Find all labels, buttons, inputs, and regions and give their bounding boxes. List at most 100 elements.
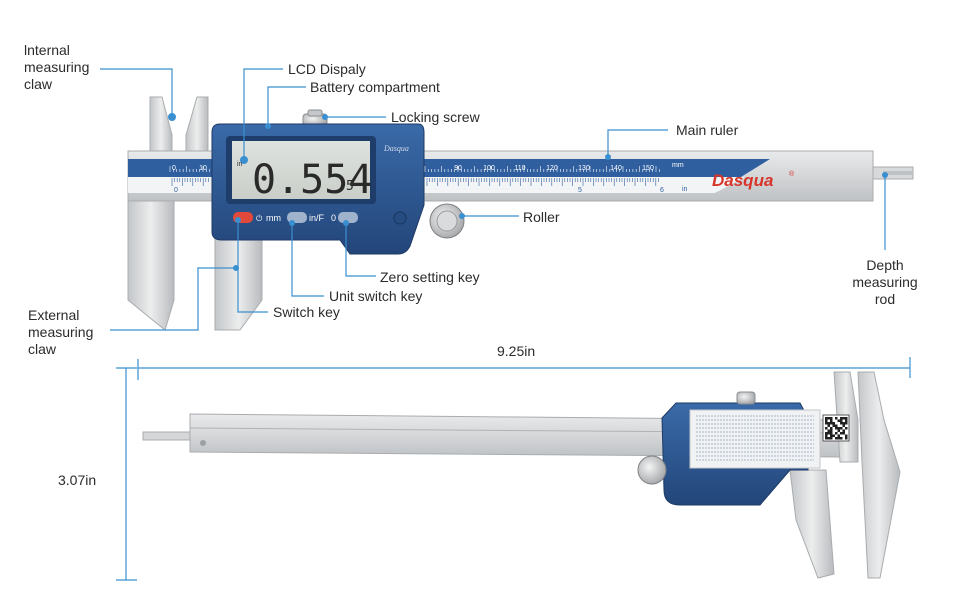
leader-dots (168, 113, 888, 271)
qr-module (830, 429, 833, 432)
qr-module (840, 432, 843, 435)
qr-module (837, 429, 840, 432)
qr-module (837, 427, 840, 430)
internal-claw-label: lnternal measuring claw (24, 42, 89, 93)
depth-rod-label-line1: Depth (866, 257, 904, 273)
qr-module (825, 427, 828, 430)
mm-scale-label: 10 (199, 165, 207, 172)
mm-scale-label: 130 (578, 165, 590, 172)
qr-module (825, 437, 828, 440)
qr-module (830, 427, 833, 430)
qr-module (842, 429, 845, 432)
mm-scale-label: 120 (546, 165, 558, 172)
switch-key-label: Switch key (273, 304, 340, 320)
qr-module (837, 434, 840, 437)
qr-module (845, 437, 848, 440)
leader-lines (100, 68, 911, 581)
qr-module (832, 434, 835, 437)
qr-module (827, 417, 830, 420)
inch-scale-label: 5 (578, 187, 582, 194)
qr-module (837, 419, 840, 422)
internal-claw-label-line1: lnternal (24, 42, 70, 58)
lcd-small-digit: 5 (346, 179, 354, 194)
depth-rod-label-line2: measuring (852, 274, 918, 290)
inch-scale-labels: 0 5 6 (174, 187, 664, 194)
qr-module (837, 437, 840, 440)
qr-module (827, 437, 830, 440)
power-icon: ⏻ (256, 214, 263, 223)
qr-module (842, 424, 845, 427)
internal-measuring-claw (149, 96, 209, 152)
zero-button[interactable] (338, 212, 358, 223)
qr-module (845, 434, 848, 437)
qr-module (835, 427, 838, 430)
qr-module (840, 437, 843, 440)
qr-module (830, 434, 833, 437)
qr-module (845, 417, 848, 420)
qr-module (832, 422, 835, 425)
qr-module (827, 422, 830, 425)
qr-module (827, 429, 830, 432)
qr-module (825, 422, 828, 425)
roller (429, 203, 465, 239)
mm-scale-ticks (169, 166, 660, 172)
qr-module (840, 417, 843, 420)
qr-module (835, 432, 838, 435)
qr-module (825, 419, 828, 422)
zero-key-label: Zero setting key (380, 269, 480, 285)
qr-module (825, 434, 828, 437)
qr-module (840, 422, 843, 425)
inch-scale-ticks (171, 178, 659, 186)
qr-module (827, 432, 830, 435)
mm-scale-label: 110 (514, 165, 525, 172)
depth-rod-label-line3: rod (874, 291, 896, 307)
external-claw-label-line3: claw (28, 341, 57, 357)
qr-module (825, 432, 828, 435)
unit-key-label: Unit switch key (329, 288, 423, 304)
inch-scale-label: 0 (174, 187, 178, 194)
qr-module (835, 417, 838, 420)
in-unit: in (682, 186, 688, 193)
mm-unit: mm (672, 162, 684, 169)
qr-module (830, 419, 833, 422)
zero-button-label: 0 (331, 213, 336, 223)
height-dimension: 3.07in (58, 472, 97, 488)
qr-module (845, 427, 848, 430)
mm-scale-label: 90 (454, 165, 462, 172)
depth-measuring-rod (872, 166, 914, 180)
brand-registered: ® (789, 170, 795, 178)
roller-label: Roller (523, 209, 560, 225)
qr-module (835, 437, 838, 440)
slider-body (211, 123, 425, 255)
spec-label-plate (696, 415, 814, 461)
qr-module (825, 417, 828, 420)
internal-claw-label-line2: measuring (24, 59, 90, 75)
qr-module (827, 424, 830, 427)
qr-module (840, 427, 843, 430)
caliper-side-view (142, 371, 901, 579)
lcd-reading: 0.554 (252, 157, 372, 203)
locking-screw (302, 109, 328, 127)
inch-scale-label: 6 (660, 187, 664, 194)
qr-module (842, 432, 845, 435)
external-claw-label-line2: measuring (28, 324, 94, 340)
qr-module (830, 417, 833, 420)
qr-code (825, 417, 848, 440)
qr-module (840, 419, 843, 422)
mm-scale-label: 140 (610, 165, 622, 172)
inf-button-label: in/F (309, 213, 325, 223)
length-dimension: 9.25in (497, 343, 536, 359)
qr-module (830, 437, 833, 440)
qr-module (845, 419, 848, 422)
internal-claw-label-line3: claw (24, 76, 53, 92)
mm-scale-label: 150 (642, 165, 654, 172)
qr-module (845, 422, 848, 425)
mm-button-label: mm (266, 213, 281, 223)
external-claw-label-line1: External (28, 307, 80, 323)
main-ruler-label: Main ruler (676, 122, 739, 138)
brand-logo: Dasqua (712, 171, 773, 190)
external-claw-label: External measuring claw (28, 307, 93, 358)
lcd-display-label: LCD Dispaly (288, 61, 366, 77)
